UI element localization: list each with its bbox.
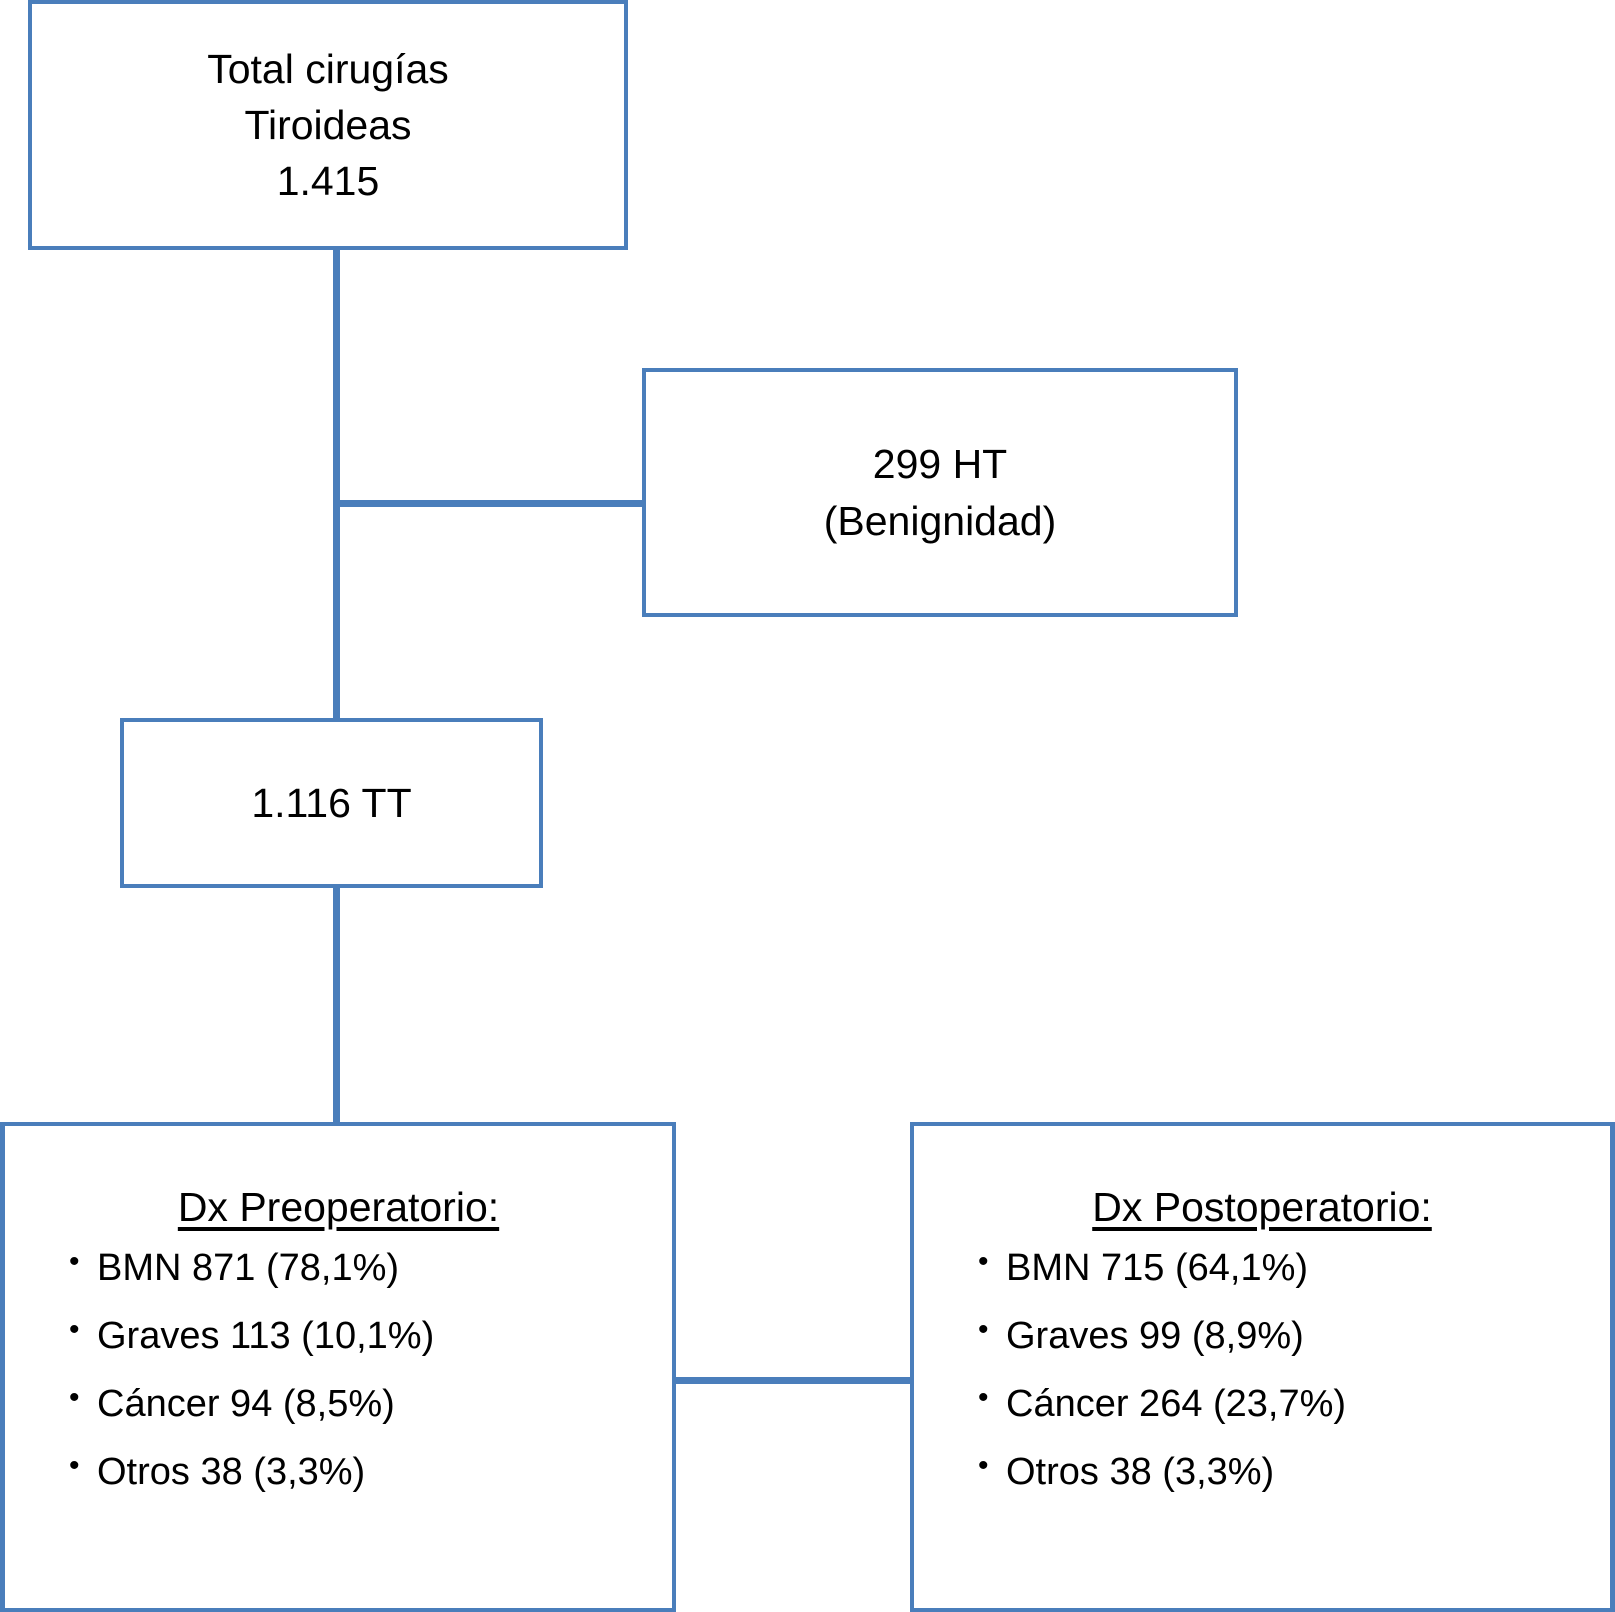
node-ht-line-2: (Benignidad): [823, 497, 1057, 544]
dx-postoperative-title: Dx Postoperatorio:: [1092, 1184, 1432, 1230]
dx-preoperative-list: BMN 871 (78,1%) Graves 113 (10,1%) Cánce…: [63, 1247, 672, 1491]
connector-trunk-to-tt: [333, 500, 340, 721]
list-item: Graves 99 (8,9%): [972, 1315, 1610, 1355]
dx-preoperative-title: Dx Preoperatorio:: [177, 1184, 500, 1230]
connector-preop-to-postop: [672, 1377, 912, 1384]
node-ht-line-1: 299 HT: [872, 441, 1008, 488]
connector-trunk-to-ht: [333, 500, 645, 507]
node-total-surgeries: Total cirugías Tiroideas 1.415: [28, 0, 628, 250]
list-item: BMN 871 (78,1%): [63, 1247, 672, 1287]
node-dx-preoperative: Dx Preoperatorio: BMN 871 (78,1%) Graves…: [0, 1122, 676, 1612]
list-item: Cáncer 264 (23,7%): [972, 1383, 1610, 1423]
node-ht-benign: 299 HT (Benignidad): [642, 368, 1238, 617]
node-tt-total-thyroidectomy: 1.116 TT: [120, 718, 543, 888]
dx-postoperative-list: BMN 715 (64,1%) Graves 99 (8,9%) Cáncer …: [972, 1247, 1610, 1491]
connector-tt-to-preop: [333, 885, 340, 1125]
dx-preoperative-content: Dx Preoperatorio: BMN 871 (78,1%) Graves…: [5, 1126, 672, 1491]
node-tt-line-1: 1.116 TT: [251, 779, 412, 826]
node-total-line-3: 1.415: [276, 158, 380, 205]
dx-postoperative-content: Dx Postoperatorio: BMN 715 (64,1%) Grave…: [914, 1126, 1610, 1491]
node-dx-postoperative: Dx Postoperatorio: BMN 715 (64,1%) Grave…: [910, 1122, 1615, 1612]
list-item: BMN 715 (64,1%): [972, 1247, 1610, 1287]
list-item: Otros 38 (3,3%): [972, 1451, 1610, 1491]
connector-total-to-trunk: [333, 250, 340, 503]
list-item: Otros 38 (3,3%): [63, 1451, 672, 1491]
node-total-line-2: Tiroideas: [244, 101, 412, 148]
list-item: Graves 113 (10,1%): [63, 1315, 672, 1355]
list-item: Cáncer 94 (8,5%): [63, 1383, 672, 1423]
node-total-line-1: Total cirugías: [207, 45, 449, 92]
